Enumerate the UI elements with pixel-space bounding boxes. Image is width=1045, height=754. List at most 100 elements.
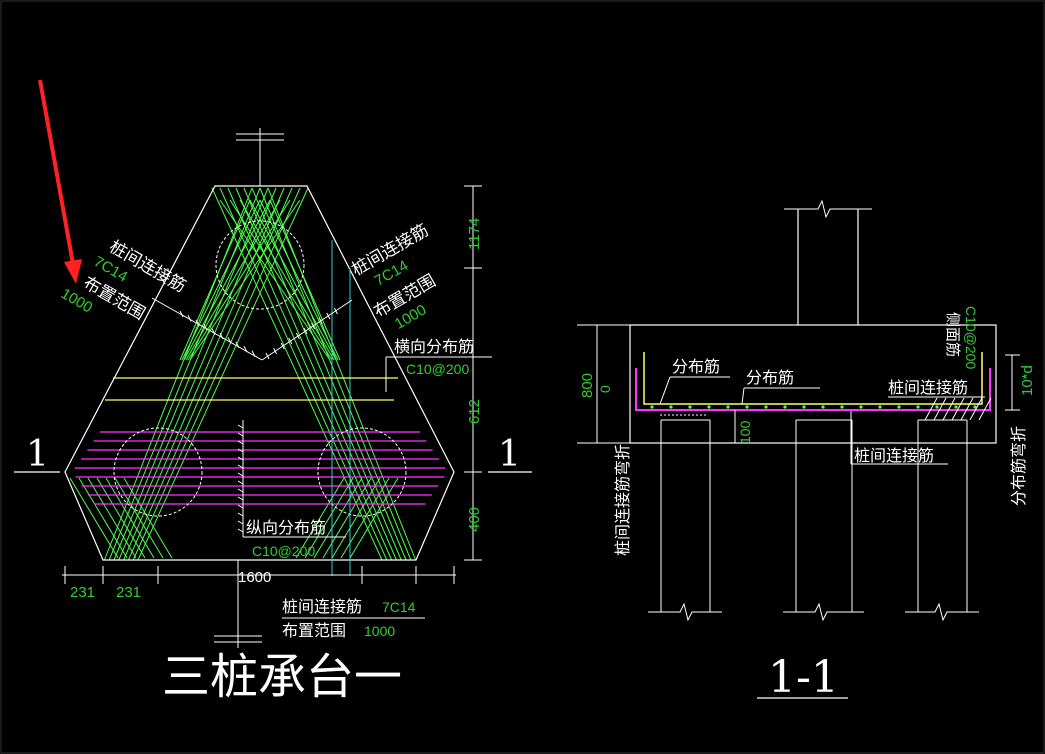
tie-bundle-a-bar — [267, 187, 417, 561]
bar-dot — [840, 405, 844, 409]
section-dim-0: 0 — [597, 385, 613, 393]
red-arrow-shaft — [38, 79, 75, 265]
tie-cross-a-bar — [259, 199, 339, 361]
bar-dot — [745, 405, 749, 409]
tie-bundle-d-bar — [331, 477, 381, 559]
dim-1600: 1600 — [238, 569, 271, 586]
section-right-bend-label: 分布筋弯折 — [1009, 426, 1028, 506]
section-side-spec: C10@200 — [963, 306, 979, 369]
tie-cross-b-bar — [183, 199, 271, 361]
section-tie-top-label: 桩间连接筋 — [888, 378, 968, 397]
center-dash — [237, 440, 244, 445]
bar-dot — [669, 405, 673, 409]
tie-bundle-d-bar — [349, 477, 399, 559]
bottom-tie-spec: 7C14 — [382, 599, 416, 615]
tie-bundle-a-bar — [251, 187, 407, 561]
dim-231-a: 231 — [70, 584, 95, 601]
tie-bundle-b-bar — [108, 187, 261, 561]
tie-cross-b-bar — [179, 199, 251, 361]
pile-right-break — [905, 602, 979, 622]
tie-bundle-c-bar — [123, 477, 173, 559]
section-mark-left: 1 — [26, 434, 49, 475]
center-dash — [237, 520, 244, 525]
center-dash — [237, 512, 244, 517]
tie-cross-b-bar — [181, 199, 261, 361]
center-dash — [237, 456, 244, 461]
center-dash — [237, 424, 244, 429]
bar-dot — [802, 405, 806, 409]
bar-dot — [897, 405, 901, 409]
bar-dot — [954, 405, 958, 409]
center-dash — [237, 496, 244, 501]
section-distribution-bar — [643, 352, 983, 405]
side-hatch-line — [969, 397, 983, 421]
tie-bundle-b-bar — [113, 187, 269, 561]
tie-bundle-c-bar — [69, 477, 119, 559]
side-hatch-line — [942, 397, 956, 421]
plan-hatch-group — [69, 187, 446, 561]
section-view: 800 0 100 10*d 分布筋 分布筋 桩间连接筋 桩间连接筋 侧面筋 C… — [577, 199, 1036, 703]
tie-bundle-c-bar — [105, 477, 155, 559]
plan-title: 三桩承台一 — [162, 649, 402, 705]
center-dash — [237, 504, 244, 509]
center-dash — [237, 480, 244, 485]
section-title: 1-1 — [768, 652, 839, 703]
right-tie-leader — [261, 299, 353, 361]
side-hatch-line — [978, 397, 992, 421]
center-dash — [237, 528, 244, 533]
tie-bundle-c-bar — [96, 477, 146, 559]
bar-dot — [935, 405, 939, 409]
section-bar-dots — [650, 405, 977, 409]
section-dim-10d: 10*d — [1019, 365, 1036, 396]
leader-tick — [187, 315, 192, 322]
transverse-name: 横向分布筋 — [394, 337, 474, 356]
section-side-label: 侧面筋 — [944, 312, 962, 357]
tie-bundle-d-bar — [304, 477, 354, 559]
bar-dot — [650, 405, 654, 409]
dist1-leader-drop — [659, 376, 671, 405]
tie-bundle-a-bar — [235, 187, 397, 561]
section-dist2-label: 分布筋 — [746, 368, 794, 387]
bottom-range-label: 布置范围 — [282, 621, 346, 640]
tie-bundle-d-bar — [295, 477, 345, 559]
side-hatch-line — [960, 397, 974, 421]
tie-bundle-a-bar — [227, 187, 393, 561]
center-dash — [237, 432, 244, 437]
bar-dot — [878, 405, 882, 409]
tie-bundle-c-bar — [114, 477, 164, 559]
center-dash — [237, 448, 244, 453]
tie-bundle-b-bar — [123, 187, 285, 561]
cap-outline — [64, 185, 455, 561]
tie-bundle-c-bar — [87, 477, 137, 559]
pile-circle-top — [215, 220, 305, 310]
pile-mid-break — [783, 602, 864, 622]
bottom-tie-name: 桩间连接筋 — [282, 597, 362, 616]
longitudinal-name: 纵向分布筋 — [246, 518, 326, 537]
left-tie-leader — [151, 297, 263, 361]
tie-bundle-c-bar — [78, 477, 128, 559]
tie-cross-a-bar — [249, 199, 337, 361]
bar-dot — [821, 405, 825, 409]
bar-dot — [726, 405, 730, 409]
section-left-bend-label: 桩间连接筋弯折 — [613, 444, 632, 556]
section-mark-right: 1 — [498, 434, 521, 475]
bottom-range-value: 1000 — [364, 623, 395, 639]
side-hatch-line — [924, 397, 938, 421]
tie-bundle-b-bar — [137, 187, 309, 561]
section-side-hatch — [924, 397, 992, 421]
tie-bundle-b-bar — [118, 187, 277, 561]
tie-bundle-a-bar — [243, 187, 402, 561]
bar-dot — [783, 405, 787, 409]
red-arrow-head — [64, 259, 82, 284]
section-dim-100: 100 — [737, 420, 753, 444]
bar-dot — [916, 405, 920, 409]
bar-dot — [707, 405, 711, 409]
section-tie-bottom-label: 桩间连接筋 — [854, 446, 934, 465]
section-cap-outline — [629, 324, 997, 444]
tie-bundle-d-bar — [340, 477, 390, 559]
pile-circle-left — [113, 427, 203, 517]
center-dash — [237, 488, 244, 493]
leader-tick — [195, 319, 200, 327]
